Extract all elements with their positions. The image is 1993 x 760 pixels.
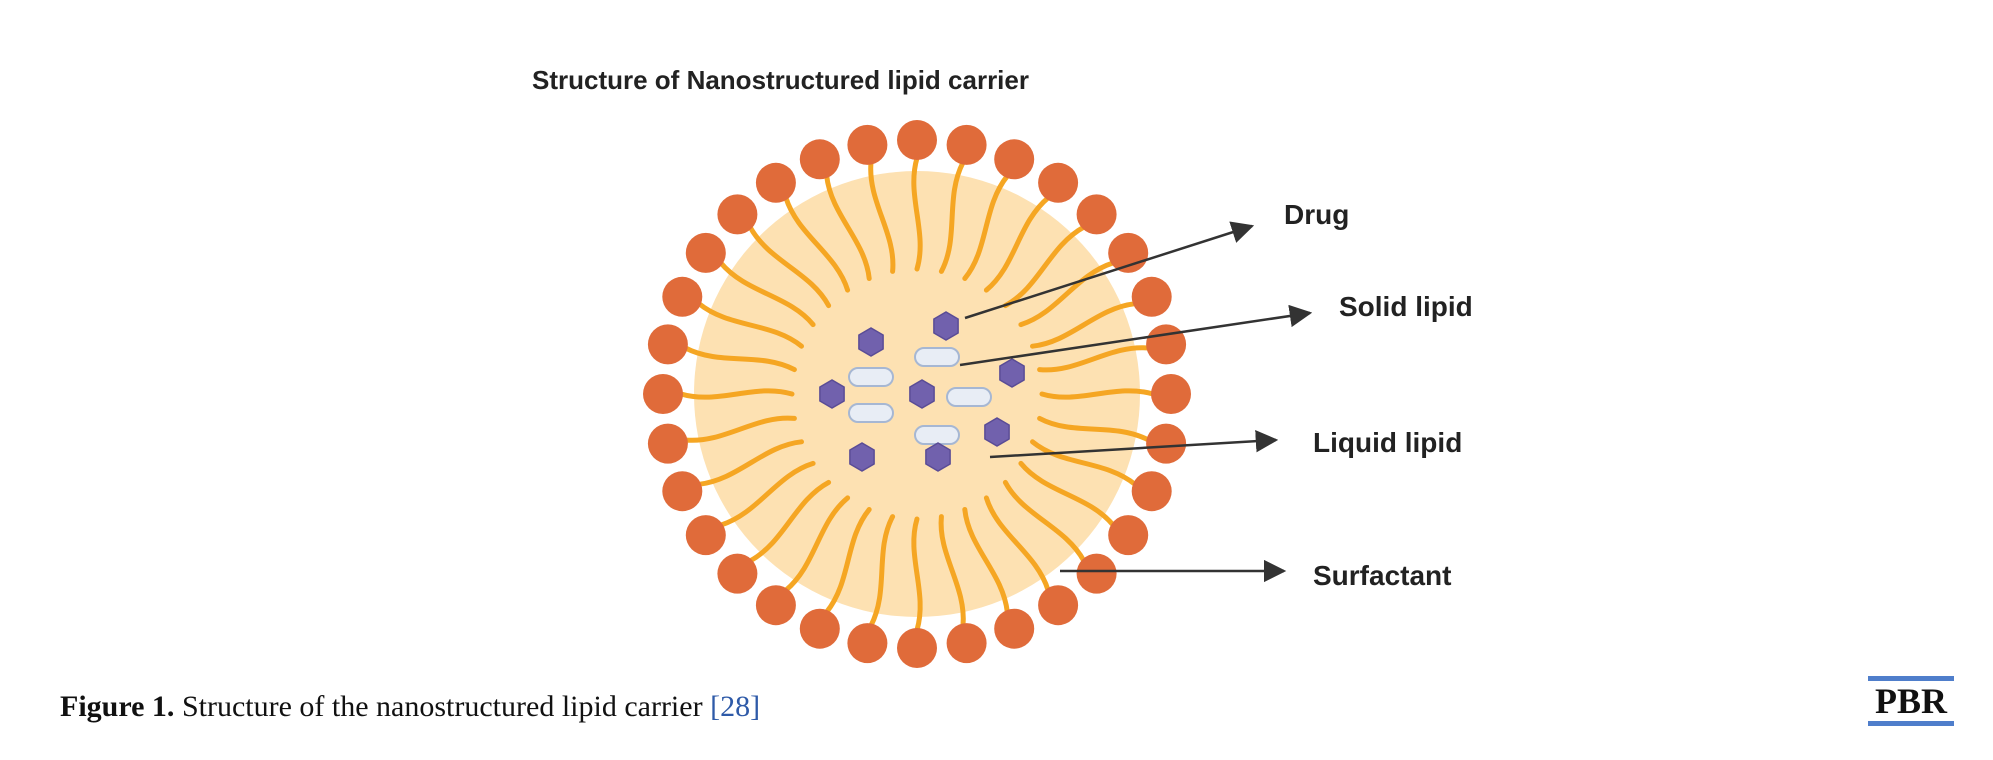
drug-arrow xyxy=(964,221,1255,320)
drug-molecule xyxy=(858,327,884,357)
surfactant-tail xyxy=(718,260,816,328)
surfactant-head xyxy=(662,276,703,317)
surfactant-tail xyxy=(938,160,966,274)
drug-molecule xyxy=(999,358,1025,388)
surfactant-tail xyxy=(747,479,832,564)
diagram-title: Structure of Nanostructured lipid carrie… xyxy=(532,65,1029,95)
surfactant-head xyxy=(662,471,703,512)
surfactant-head xyxy=(897,628,937,668)
surfactant-tail xyxy=(1030,301,1138,349)
logo-top-bar xyxy=(1868,676,1954,681)
surfactant-head xyxy=(847,124,888,165)
surfactant-tail xyxy=(938,514,966,628)
surfactant-tail xyxy=(783,195,851,293)
surfactant-label: Surfactant xyxy=(1313,560,1451,591)
surfactant-head xyxy=(755,585,796,626)
pbr-logo: PBR xyxy=(1868,676,1954,726)
surfactant-tail xyxy=(824,173,872,281)
surfactant-tail xyxy=(1018,460,1116,528)
solid-lipid-particle xyxy=(848,403,894,423)
surfactant-head xyxy=(897,120,937,160)
surfactant-tail xyxy=(868,160,896,274)
surfactant-tail xyxy=(911,155,923,272)
surfactant-head xyxy=(946,623,987,664)
surfactant-head xyxy=(847,623,888,664)
solid-lipid-group xyxy=(848,347,992,445)
surfactant-head xyxy=(1131,471,1172,512)
liquid-lipid-arrow xyxy=(989,429,1279,459)
surfactant-head xyxy=(685,515,726,556)
drug-label: Drug xyxy=(1284,199,1349,230)
surfactant-tail xyxy=(983,495,1051,593)
surfactant-tail xyxy=(868,514,896,628)
figure-caption-text: Structure of the nanostructured lipid ca… xyxy=(181,690,703,723)
surfactant-tail xyxy=(1002,224,1087,309)
surfactant-heads xyxy=(643,120,1191,668)
surfactant-head xyxy=(685,232,726,273)
surfactant-tail xyxy=(747,224,832,309)
surfactant-head xyxy=(1076,194,1117,235)
logo-bottom-bar xyxy=(1868,721,1954,726)
surfactant-tail xyxy=(678,388,795,400)
logo-text: PBR xyxy=(1875,681,1947,721)
surfactant-tail xyxy=(683,415,797,443)
surfactant-head xyxy=(1108,515,1149,556)
surfactant-tail xyxy=(1030,439,1138,487)
drug-molecule xyxy=(849,442,875,472)
nanostructured-lipid-carrier xyxy=(643,120,1191,668)
surfactant-tail xyxy=(983,195,1051,293)
surfactant-head xyxy=(1151,374,1191,414)
callout-arrows xyxy=(959,221,1313,583)
surfactant-tail xyxy=(696,301,804,349)
surfactant-head xyxy=(1038,162,1079,203)
solid-lipid-particle xyxy=(848,367,894,387)
surfactant-tail xyxy=(696,439,804,487)
surfactant-head xyxy=(946,124,987,165)
surfactant-tail xyxy=(1039,388,1156,400)
surfactant-head xyxy=(755,162,796,203)
surfactant-head xyxy=(647,423,688,464)
drug-molecule xyxy=(984,417,1010,447)
surfactant-tail xyxy=(962,507,1010,615)
surfactant-tail xyxy=(683,345,797,373)
solid-lipid-particle xyxy=(914,425,960,445)
surfactant-head xyxy=(643,374,683,414)
surfactant-head xyxy=(994,608,1035,649)
surfactant-tail xyxy=(1037,345,1151,373)
surfactant-tail xyxy=(962,173,1010,281)
citation-link[interactable]: [28] xyxy=(710,690,761,723)
drug-group xyxy=(819,311,1025,472)
surfactant-tail xyxy=(824,507,872,615)
surfactant-tails xyxy=(678,155,1156,633)
surfactant-head xyxy=(799,608,840,649)
solid-lipid-particle xyxy=(914,347,960,367)
solid-lipid-particle xyxy=(946,387,992,407)
surfactant-head xyxy=(717,553,758,594)
solid-lipid-arrow xyxy=(959,304,1313,367)
surfactant-head xyxy=(1038,585,1079,626)
drug-molecule xyxy=(909,379,935,409)
figure-caption: Figure 1. Structure of the nanostructure… xyxy=(60,690,760,724)
surfactant-tail xyxy=(1018,260,1116,328)
surfactant-head xyxy=(647,324,688,365)
drug-molecule xyxy=(925,442,951,472)
surfactant-tail xyxy=(911,516,923,633)
surfactant-head xyxy=(1076,553,1117,594)
surfactant-head xyxy=(1146,324,1187,365)
surfactant-head xyxy=(717,194,758,235)
surfactant-tail xyxy=(1002,479,1087,564)
surfactant-head xyxy=(994,139,1035,180)
drug-molecule xyxy=(933,311,959,341)
surfactant-tail xyxy=(1037,415,1151,443)
solid-lipid-label: Solid lipid xyxy=(1339,291,1473,322)
drug-molecule xyxy=(819,379,845,409)
figure-label: Figure 1. xyxy=(60,690,175,723)
surfactant-head xyxy=(799,139,840,180)
surfactant-head xyxy=(1146,423,1187,464)
surfactant-tail xyxy=(783,495,851,593)
liquid-lipid-label: Liquid lipid xyxy=(1313,427,1462,458)
surfactant-tail xyxy=(718,460,816,528)
surfactant-head xyxy=(1131,276,1172,317)
